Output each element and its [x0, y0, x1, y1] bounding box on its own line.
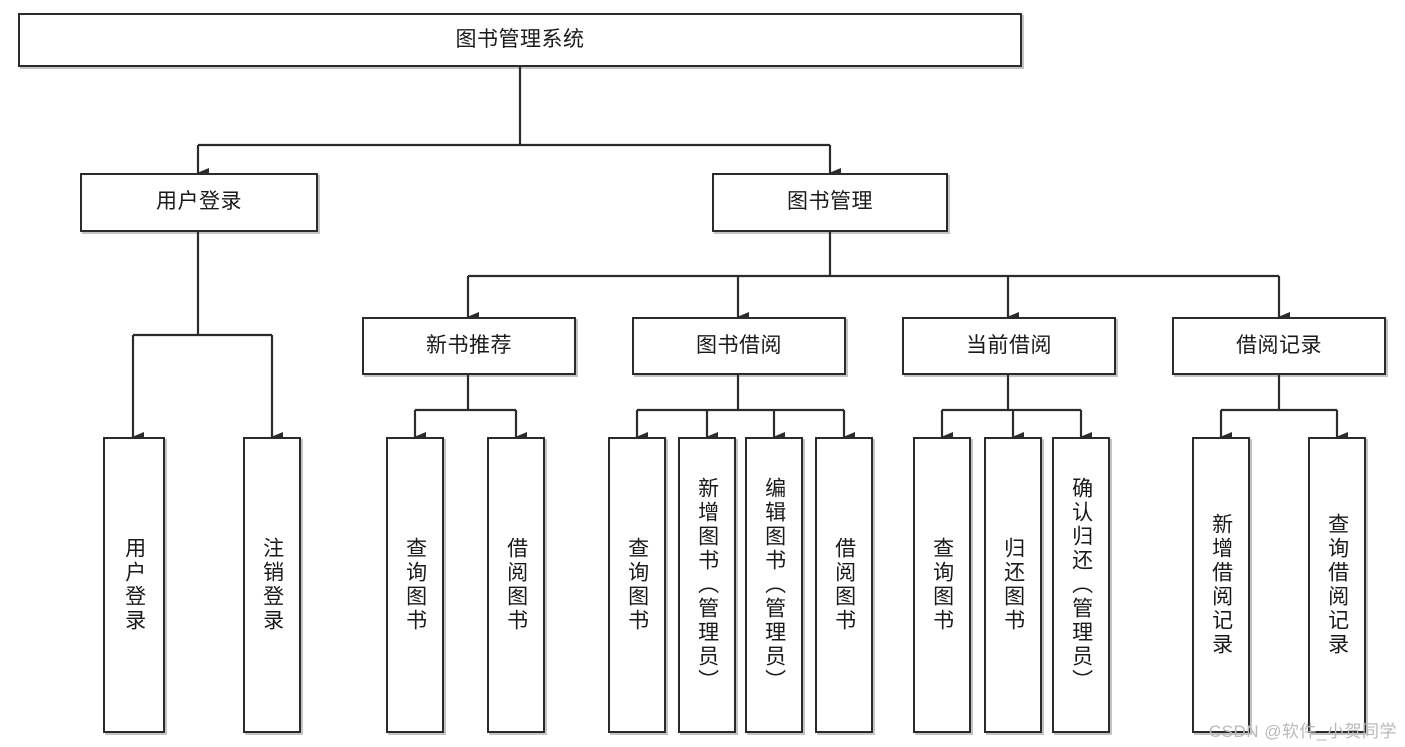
node-book-management[interactable]: 图书管理: [712, 173, 948, 232]
node-root-label: 图书管理系统: [455, 27, 585, 51]
node-leaf-query-book-br-label: 查询图书: [625, 537, 649, 633]
node-leaf-add-book-admin-label: 新增图书（管理员）: [695, 477, 719, 693]
node-leaf-borrow-book-br-label: 借阅图书: [832, 537, 856, 633]
csdn-watermark: CSDN @软件_小贺同学: [1208, 722, 1397, 741]
node-current-borrow-label: 当前借阅: [966, 333, 1052, 357]
node-borrow-record[interactable]: 借阅记录: [1172, 317, 1386, 375]
node-user-login[interactable]: 用户登录: [80, 173, 318, 232]
node-leaf-user-logout-label: 注销登录: [260, 537, 284, 633]
node-leaf-query-borrow-rec-label: 查询借阅记录: [1325, 513, 1349, 657]
node-new-book-recommend[interactable]: 新书推荐: [362, 317, 576, 375]
node-book-borrow[interactable]: 图书借阅: [632, 317, 846, 375]
node-borrow-record-label: 借阅记录: [1236, 333, 1322, 357]
node-leaf-borrow-book-rec[interactable]: 借阅图书: [487, 437, 545, 733]
node-user-login-label: 用户登录: [156, 190, 242, 214]
node-leaf-borrow-book-br[interactable]: 借阅图书: [815, 437, 873, 733]
node-leaf-query-borrow-rec[interactable]: 查询借阅记录: [1308, 437, 1366, 733]
node-leaf-return-book-label: 归还图书: [1001, 537, 1025, 633]
node-leaf-add-book-admin[interactable]: 新增图书（管理员）: [678, 437, 736, 733]
node-leaf-query-book-rec-label: 查询图书: [403, 537, 427, 633]
node-leaf-user-login-label: 用户登录: [122, 537, 146, 633]
node-new-book-recommend-label: 新书推荐: [426, 333, 512, 357]
node-leaf-query-book-rec[interactable]: 查询图书: [386, 437, 444, 733]
node-leaf-edit-book-admin-label: 编辑图书（管理员）: [762, 477, 786, 693]
node-leaf-borrow-book-rec-label: 借阅图书: [504, 537, 528, 633]
node-leaf-add-borrow-record-label: 新增借阅记录: [1209, 513, 1233, 657]
node-leaf-query-book-cb[interactable]: 查询图书: [913, 437, 971, 733]
node-root[interactable]: 图书管理系统: [18, 13, 1022, 67]
node-leaf-return-book[interactable]: 归还图书: [984, 437, 1042, 733]
node-leaf-user-login[interactable]: 用户登录: [103, 437, 165, 733]
node-book-management-label: 图书管理: [787, 190, 873, 214]
node-book-borrow-label: 图书借阅: [696, 333, 782, 357]
node-leaf-query-book-br[interactable]: 查询图书: [608, 437, 666, 733]
node-leaf-user-logout[interactable]: 注销登录: [243, 437, 301, 733]
node-leaf-confirm-return[interactable]: 确认归还（管理员）: [1052, 437, 1110, 733]
node-leaf-add-borrow-record[interactable]: 新增借阅记录: [1192, 437, 1250, 733]
node-leaf-query-book-cb-label: 查询图书: [930, 537, 954, 633]
node-current-borrow[interactable]: 当前借阅: [902, 317, 1116, 375]
node-leaf-edit-book-admin[interactable]: 编辑图书（管理员）: [745, 437, 803, 733]
node-leaf-confirm-return-label: 确认归还（管理员）: [1069, 477, 1093, 693]
